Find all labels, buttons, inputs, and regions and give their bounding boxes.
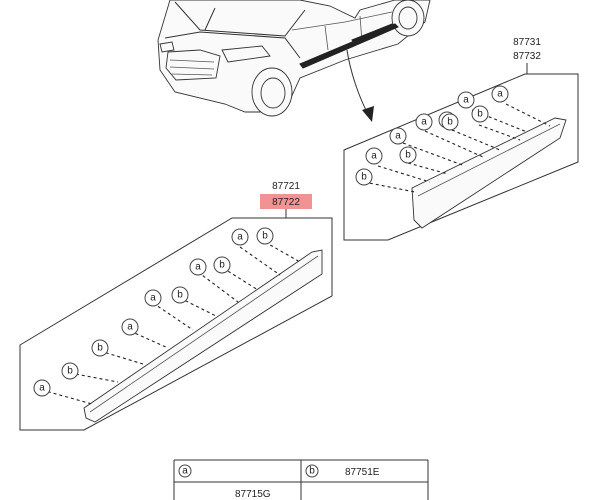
callout-b: b <box>61 362 79 380</box>
callout-circle <box>121 318 139 336</box>
part-number-87732: 87732 <box>513 51 541 62</box>
callout-b: b <box>256 227 274 245</box>
callout-a: a <box>33 379 51 397</box>
legend-part-b: 87751E <box>345 467 380 478</box>
callout-circle <box>213 256 231 274</box>
callout-a: a <box>389 127 407 145</box>
callout-letter: a <box>39 383 45 394</box>
callout-a: a <box>365 147 383 165</box>
callout-letter: b <box>67 366 73 377</box>
part-number-87722: 87722 <box>272 197 300 208</box>
callout-circle <box>471 105 489 123</box>
callout-circle <box>171 286 189 304</box>
callout-circle <box>61 362 79 380</box>
callout-letter: b <box>361 172 367 183</box>
callout-letter: b <box>405 150 411 161</box>
callout-circle <box>33 379 51 397</box>
callout-b: b <box>213 256 231 274</box>
callout-circle <box>441 113 459 131</box>
callout-circle <box>491 85 509 103</box>
callout-layer: aabaabababababababba <box>33 85 509 397</box>
callout-letter: b <box>477 109 483 120</box>
callout-a: a <box>121 318 139 336</box>
legend-table: a b 87751E 87715G <box>173 459 429 500</box>
callout-letter: a <box>127 322 133 333</box>
front-moulding-part <box>83 249 323 423</box>
callout-circle <box>365 147 383 165</box>
callout-b: b <box>471 105 489 123</box>
part-number-87731: 87731 <box>513 37 541 48</box>
callout-letter: b <box>262 231 268 242</box>
callout-letter: a <box>421 117 427 128</box>
callout-circle <box>256 227 274 245</box>
callout-letter: a <box>371 151 377 162</box>
callout-b: b <box>171 286 189 304</box>
callout-circle <box>91 339 109 357</box>
rear-moulding-part <box>411 117 567 229</box>
callout-b: b <box>355 168 373 186</box>
callout-letter: a <box>497 89 503 100</box>
callout-circle <box>189 258 207 276</box>
callout-circle <box>457 91 475 109</box>
callout-circle <box>415 113 433 131</box>
highlight-87722 <box>260 194 312 209</box>
legend-part-a: 87715G <box>235 489 271 500</box>
legend-callout-b <box>305 464 319 478</box>
callout-circle <box>389 127 407 145</box>
callout-letter: b <box>97 343 103 354</box>
callout-circle <box>144 289 162 307</box>
callout-a: a <box>144 289 162 307</box>
front-moulding-group: 87721 87722 <box>19 181 333 431</box>
callout-letter: a <box>150 293 156 304</box>
callout-a: a <box>231 228 249 246</box>
callout-letter: a <box>463 95 469 106</box>
callout-letter: a <box>395 131 401 142</box>
legend-callout-b-label: b <box>309 466 315 477</box>
legend-callout-a <box>178 464 192 478</box>
callout-letter: a <box>195 262 201 273</box>
rear-group-box <box>343 73 579 241</box>
callout-circle <box>231 228 249 246</box>
rear-moulding-group: 87731 87732 <box>343 37 579 241</box>
callout-a: a <box>457 91 475 109</box>
front-group-box <box>19 217 333 431</box>
legend-callout-a-label: a <box>182 466 188 477</box>
callout-b: b <box>91 339 109 357</box>
callout-a: a <box>189 258 207 276</box>
vehicle-illustration <box>157 0 431 122</box>
callout-b: b <box>441 113 459 131</box>
part-number-87721: 87721 <box>272 181 300 192</box>
callout-letter: b <box>447 117 453 128</box>
callout-a: a <box>415 113 433 131</box>
callout-letter: b <box>177 290 183 301</box>
callout-a: a <box>491 85 509 103</box>
callout-letter: b <box>219 260 225 271</box>
callout-circle <box>355 168 373 186</box>
callout-b: b <box>399 146 417 164</box>
callout-letter: a <box>237 232 243 243</box>
callout-circle <box>399 146 417 164</box>
